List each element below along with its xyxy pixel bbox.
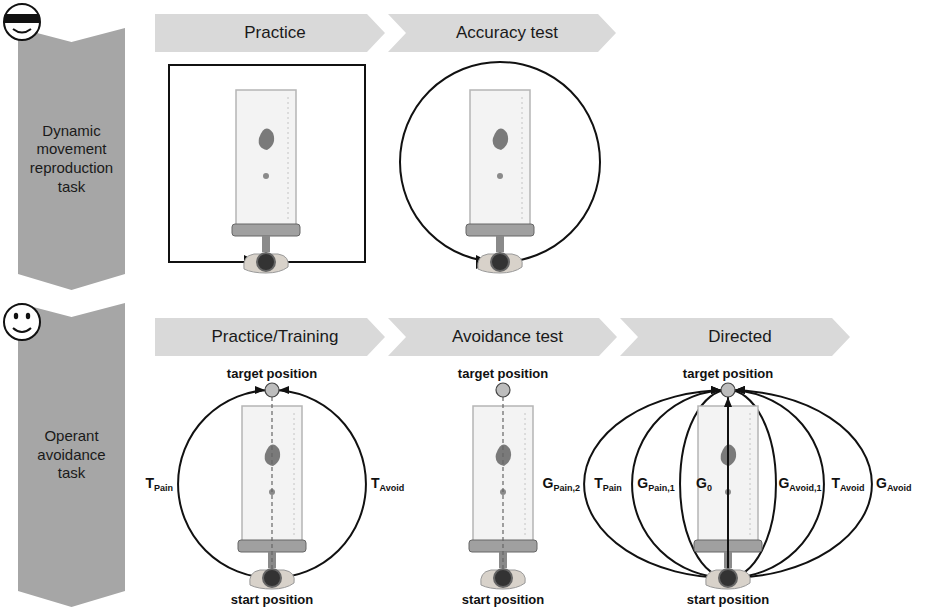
trajectory-label: GPain,1 [637,476,674,491]
trajectory-label: TPain [594,476,622,491]
trajectory-label: GPain,2 [543,476,580,491]
node-shape [388,318,617,356]
trajectory-label: TPain [145,476,173,491]
straight-trajectory [727,390,729,568]
dashed-guide [502,397,503,568]
target-dot [265,383,279,397]
trajectory-label: TAvoid [831,476,864,491]
node-shape [155,14,385,52]
phase-name: Practice/Training [202,326,339,347]
task-name: Dynamic movement reproduction task [24,122,119,197]
dashed-guide [271,397,272,568]
device-photo [466,90,534,273]
trajectory-label: GAvoid [876,476,912,491]
node-shape [388,14,616,52]
position-label: start position [462,593,544,607]
phase-name: Practice [234,22,305,43]
blindfold-face [4,4,40,40]
position-label: start position [231,593,313,607]
phase-name: Accuracy test [446,22,558,43]
directed-trajectories [584,390,872,578]
phase-chevron: Practice [155,14,385,52]
position-label: target position [458,367,548,381]
position-label: target position [683,367,773,381]
phase-chevron: Avoidance test [388,318,617,356]
phase-chevron: Practice/Training [155,318,385,356]
task-band: Dynamic movement reproduction task [18,28,125,290]
phase-chevron: Accuracy test [388,14,616,52]
task-name: Operant avoidance task [24,427,119,483]
node-shape [18,303,125,607]
node-shape [155,318,385,356]
target-dot [496,383,510,397]
target-dot [721,383,735,397]
task-band: Operant avoidance task [18,303,125,607]
position-label: start position [687,593,769,607]
trajectory-label: G0 [696,476,712,491]
trajectory-label: TAvoid [371,476,404,491]
node-shape [18,28,125,290]
node-shape [620,318,850,356]
phase-chevron: Directed [620,318,850,356]
device-photo [232,90,300,273]
trajectory-label: GAvoid,1 [778,476,821,491]
position-label: target position [227,367,317,381]
phase-name: Directed [698,326,771,347]
smiley-face [4,304,40,340]
phase-name: Avoidance test [442,326,563,347]
